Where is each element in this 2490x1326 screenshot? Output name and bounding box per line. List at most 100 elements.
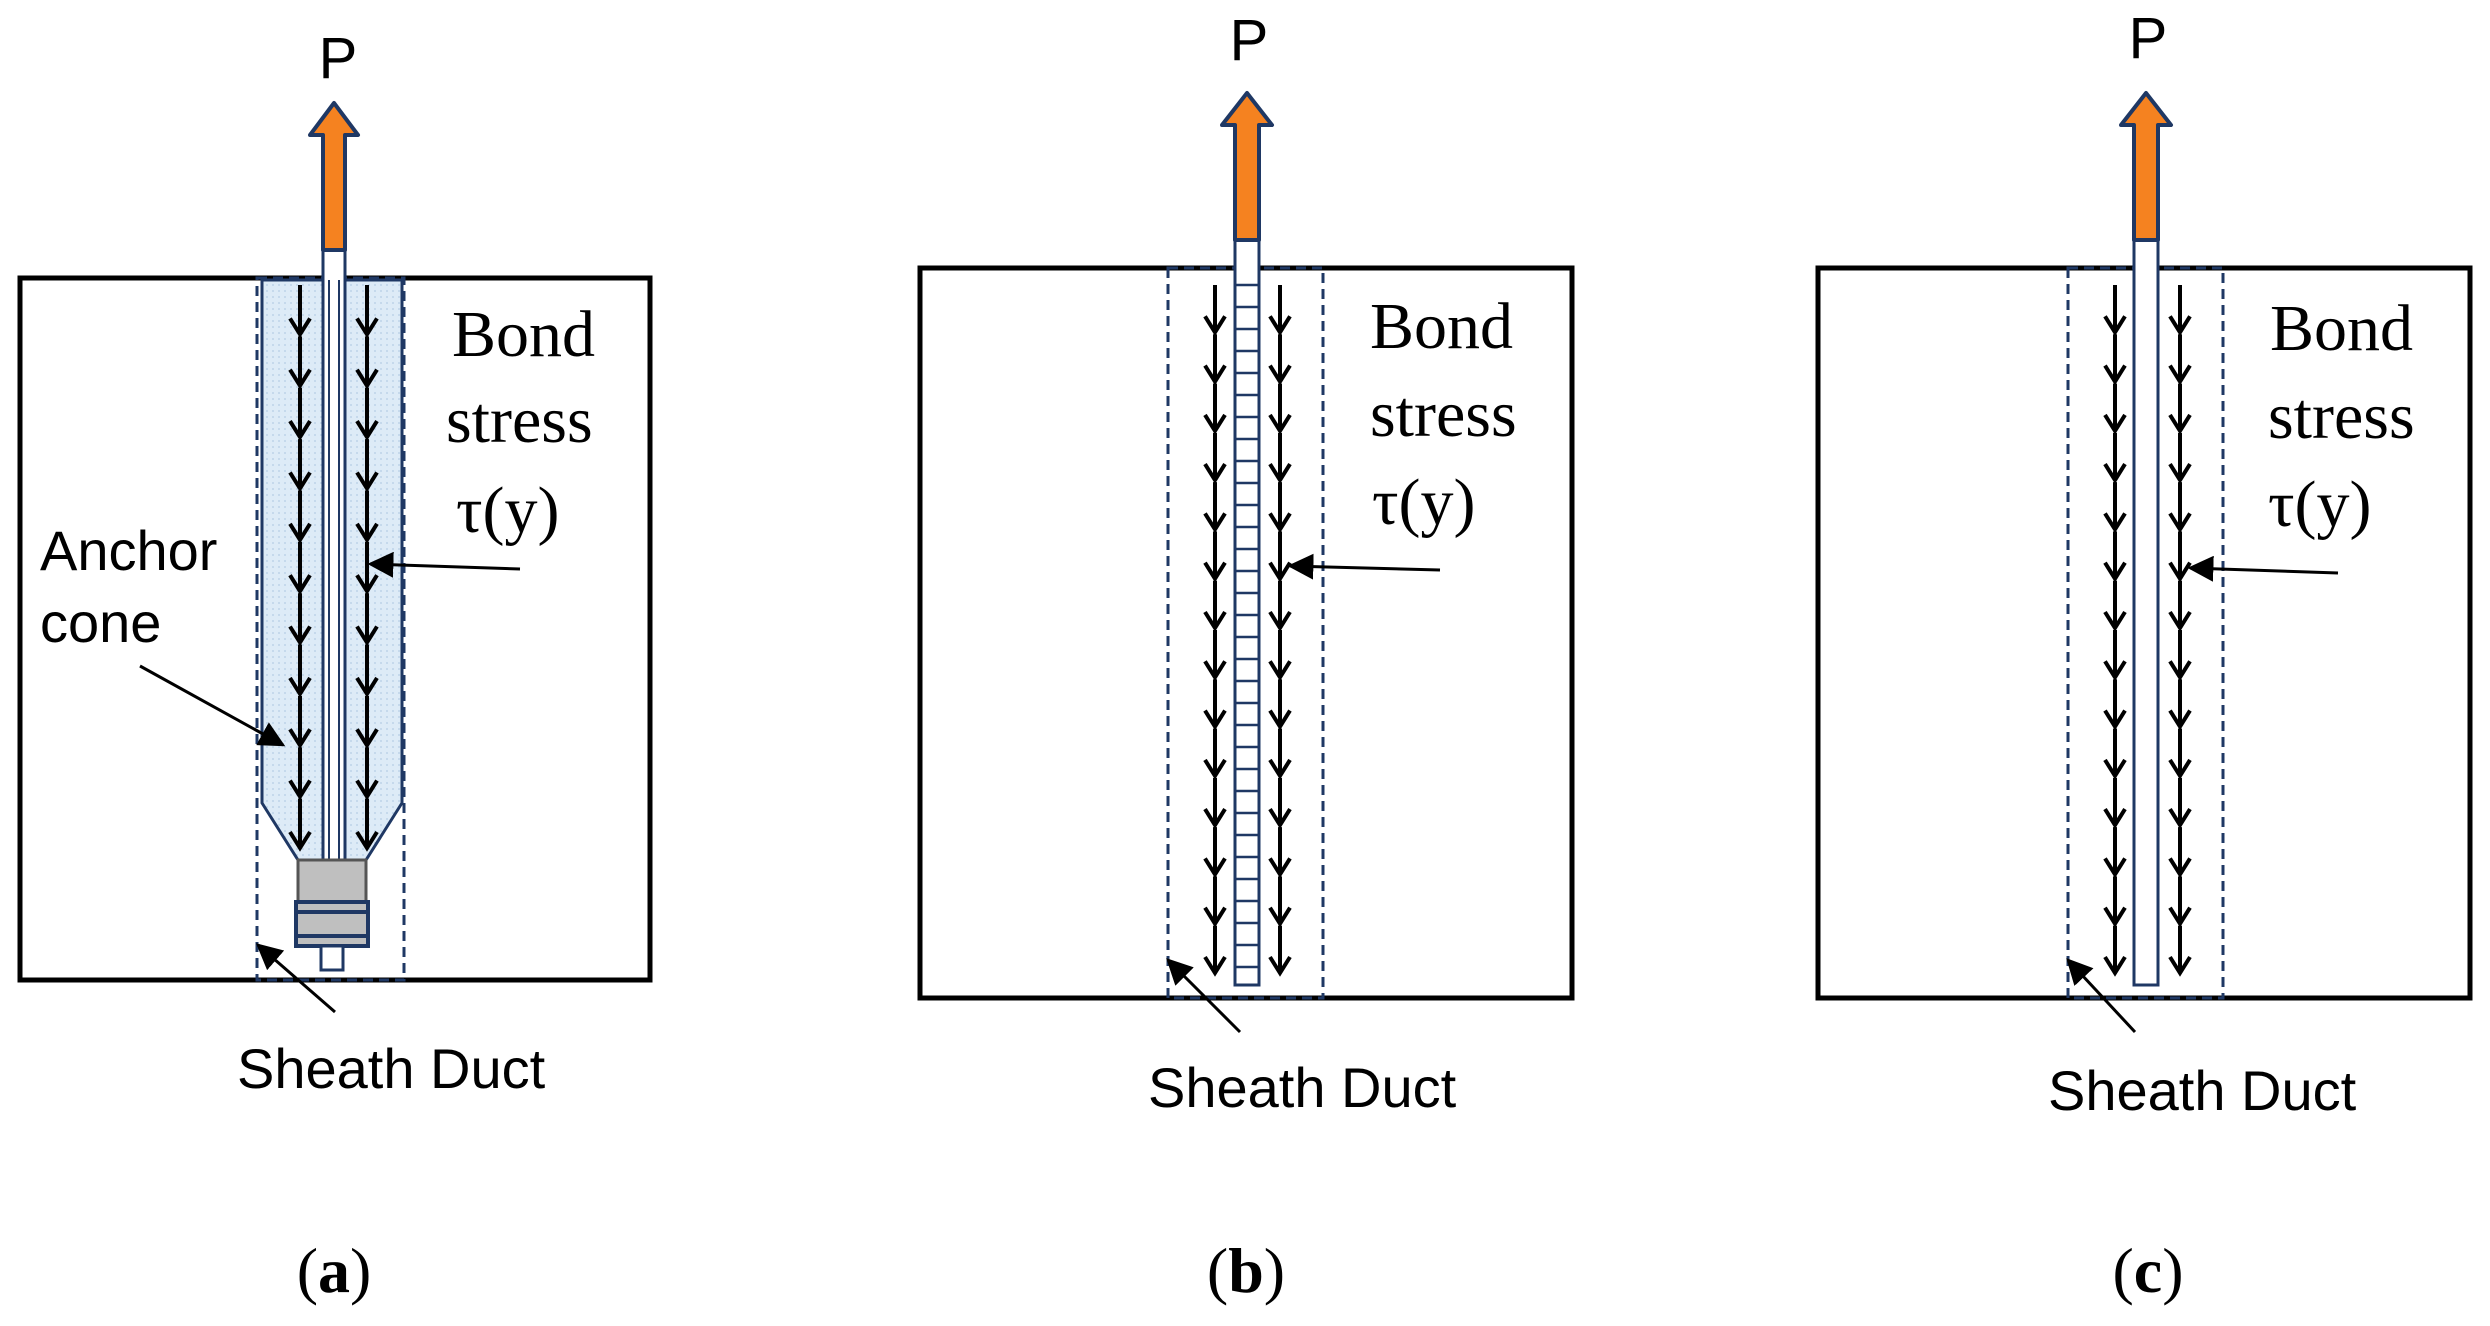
stress-arrow-head <box>2168 955 2192 977</box>
stress-arrow-head <box>1203 709 1227 731</box>
stress-arrow-head <box>288 522 312 544</box>
bar-a <box>321 248 347 862</box>
stress-arrow-head <box>2168 857 2192 879</box>
stress-label-line3-c: τ(y) <box>2268 468 2371 541</box>
caption-b: (b) <box>1207 1235 1285 1306</box>
stress-label-line1-c: Bond <box>2270 292 2413 365</box>
stress-arrow-head <box>2103 955 2127 977</box>
cone-label-line1: Anchor <box>40 519 217 582</box>
bond-stress-arrows-c <box>2103 285 2192 977</box>
duct-label-b: Sheath Duct <box>1148 1056 1457 1119</box>
stress-arrow-head <box>2103 709 2127 731</box>
stress-arrow-head <box>2103 610 2127 632</box>
stress-arrow-head <box>1203 906 1227 928</box>
stress-arrow-head <box>1203 955 1227 977</box>
caption-a: (a) <box>297 1235 372 1306</box>
stress-arrow-head <box>1268 610 1292 632</box>
stress-arrow-head <box>1203 463 1227 484</box>
stress-arrow-head <box>2168 660 2192 682</box>
anchor-nut <box>294 900 370 948</box>
load-label-a: P <box>319 26 358 91</box>
stress-arrow-head <box>1268 561 1292 583</box>
stress-arrow-head <box>2168 709 2192 731</box>
duct-label-c: Sheath Duct <box>2048 1059 2357 1122</box>
stress-arrow-head <box>2103 758 2127 780</box>
stress-arrow-head <box>1203 758 1227 780</box>
stress-arrow-head <box>2168 906 2192 928</box>
stress-arrow-head <box>288 368 312 390</box>
stress-arrow-head <box>1268 758 1292 780</box>
stress-label-line2-c: stress <box>2268 380 2415 453</box>
stress-arrow-head <box>2168 512 2192 534</box>
stress-arrow-head <box>355 471 379 493</box>
stress-label-line3-b: τ(y) <box>1372 466 1475 539</box>
stress-arrow-head <box>2103 512 2127 534</box>
stress-arrow-head <box>288 420 312 441</box>
stress-arrow-head <box>355 317 379 339</box>
panel-a: P Bond stress τ(y) Anchor cone Sheath Du… <box>17 26 653 1306</box>
stress-arrow-head <box>288 471 312 493</box>
stress-arrow-head <box>2103 857 2127 879</box>
stress-arrow-head <box>1268 709 1292 731</box>
stress-pointer-a <box>367 551 521 578</box>
stress-arrow-head <box>1203 610 1227 632</box>
sheath-duct-b <box>1166 266 1325 1000</box>
stress-arrow-head <box>2168 364 2192 386</box>
sheath-duct-c <box>2066 266 2225 1000</box>
caption-c: (c) <box>2112 1235 2183 1306</box>
stress-arrow-head <box>288 830 312 852</box>
stress-arrow-head <box>2103 413 2127 435</box>
stress-arrow-head <box>2103 561 2127 583</box>
stress-arrow-head <box>1203 364 1227 386</box>
stress-arrow-head <box>1203 561 1227 583</box>
stress-pointer-c <box>2187 555 2339 582</box>
stress-arrow-head <box>355 625 379 647</box>
duct-pointer-a <box>256 943 336 1014</box>
stress-arrow-head <box>1268 660 1292 682</box>
stress-arrow-head <box>2103 364 2127 386</box>
stress-arrow-head <box>2168 463 2192 484</box>
load-arrow-b <box>1220 91 1274 242</box>
stress-arrow-head <box>1203 857 1227 879</box>
stress-arrow-head <box>2168 610 2192 632</box>
stress-arrow-head <box>1268 315 1292 337</box>
stress-pointer-b <box>1287 553 1441 580</box>
cone-pointer <box>139 664 286 747</box>
bond-stress-arrows-b <box>1203 285 1292 977</box>
stress-label-line2-a: stress <box>446 384 593 457</box>
duct-pointer-c <box>2066 958 2137 1034</box>
stress-arrow-head <box>288 676 312 698</box>
stress-arrow-head <box>2103 463 2127 484</box>
stress-arrow-head <box>1268 906 1292 928</box>
stress-label-line3-a: τ(y) <box>456 474 559 547</box>
stress-arrow-head <box>355 779 379 801</box>
stress-arrow-head <box>288 728 312 750</box>
stress-arrow-head <box>288 779 312 801</box>
load-label-b: P <box>1230 8 1269 73</box>
stress-arrow-head <box>355 368 379 390</box>
stress-arrow-head <box>1268 413 1292 435</box>
stress-arrow-head <box>1268 512 1292 534</box>
stress-arrow-head <box>1268 955 1292 977</box>
load-label-c: P <box>2129 6 2168 71</box>
stress-arrow-head <box>2168 808 2192 829</box>
stress-arrow-head <box>2168 758 2192 780</box>
stress-arrow-head <box>1203 512 1227 534</box>
panel-c: P Bond stress τ(y) Sheath Duct (c) <box>1815 6 2473 1306</box>
stress-arrow-head <box>355 522 379 544</box>
bar-b <box>1233 238 1261 987</box>
stress-arrow-head <box>1203 413 1227 435</box>
stress-arrow-head <box>2103 315 2127 337</box>
bond-stress-arrows-a <box>288 285 379 852</box>
stress-arrow-head <box>1203 315 1227 337</box>
stress-arrow-head <box>1203 808 1227 829</box>
load-arrow-c <box>2119 91 2173 242</box>
stress-arrow-head <box>2103 906 2127 928</box>
load-arrow-a <box>308 101 360 252</box>
stress-arrow-head <box>1203 660 1227 682</box>
stress-arrow-head <box>2168 315 2192 337</box>
stress-arrow-head <box>1268 808 1292 829</box>
anchor-plate <box>296 858 368 904</box>
stress-arrow-head <box>355 728 379 750</box>
